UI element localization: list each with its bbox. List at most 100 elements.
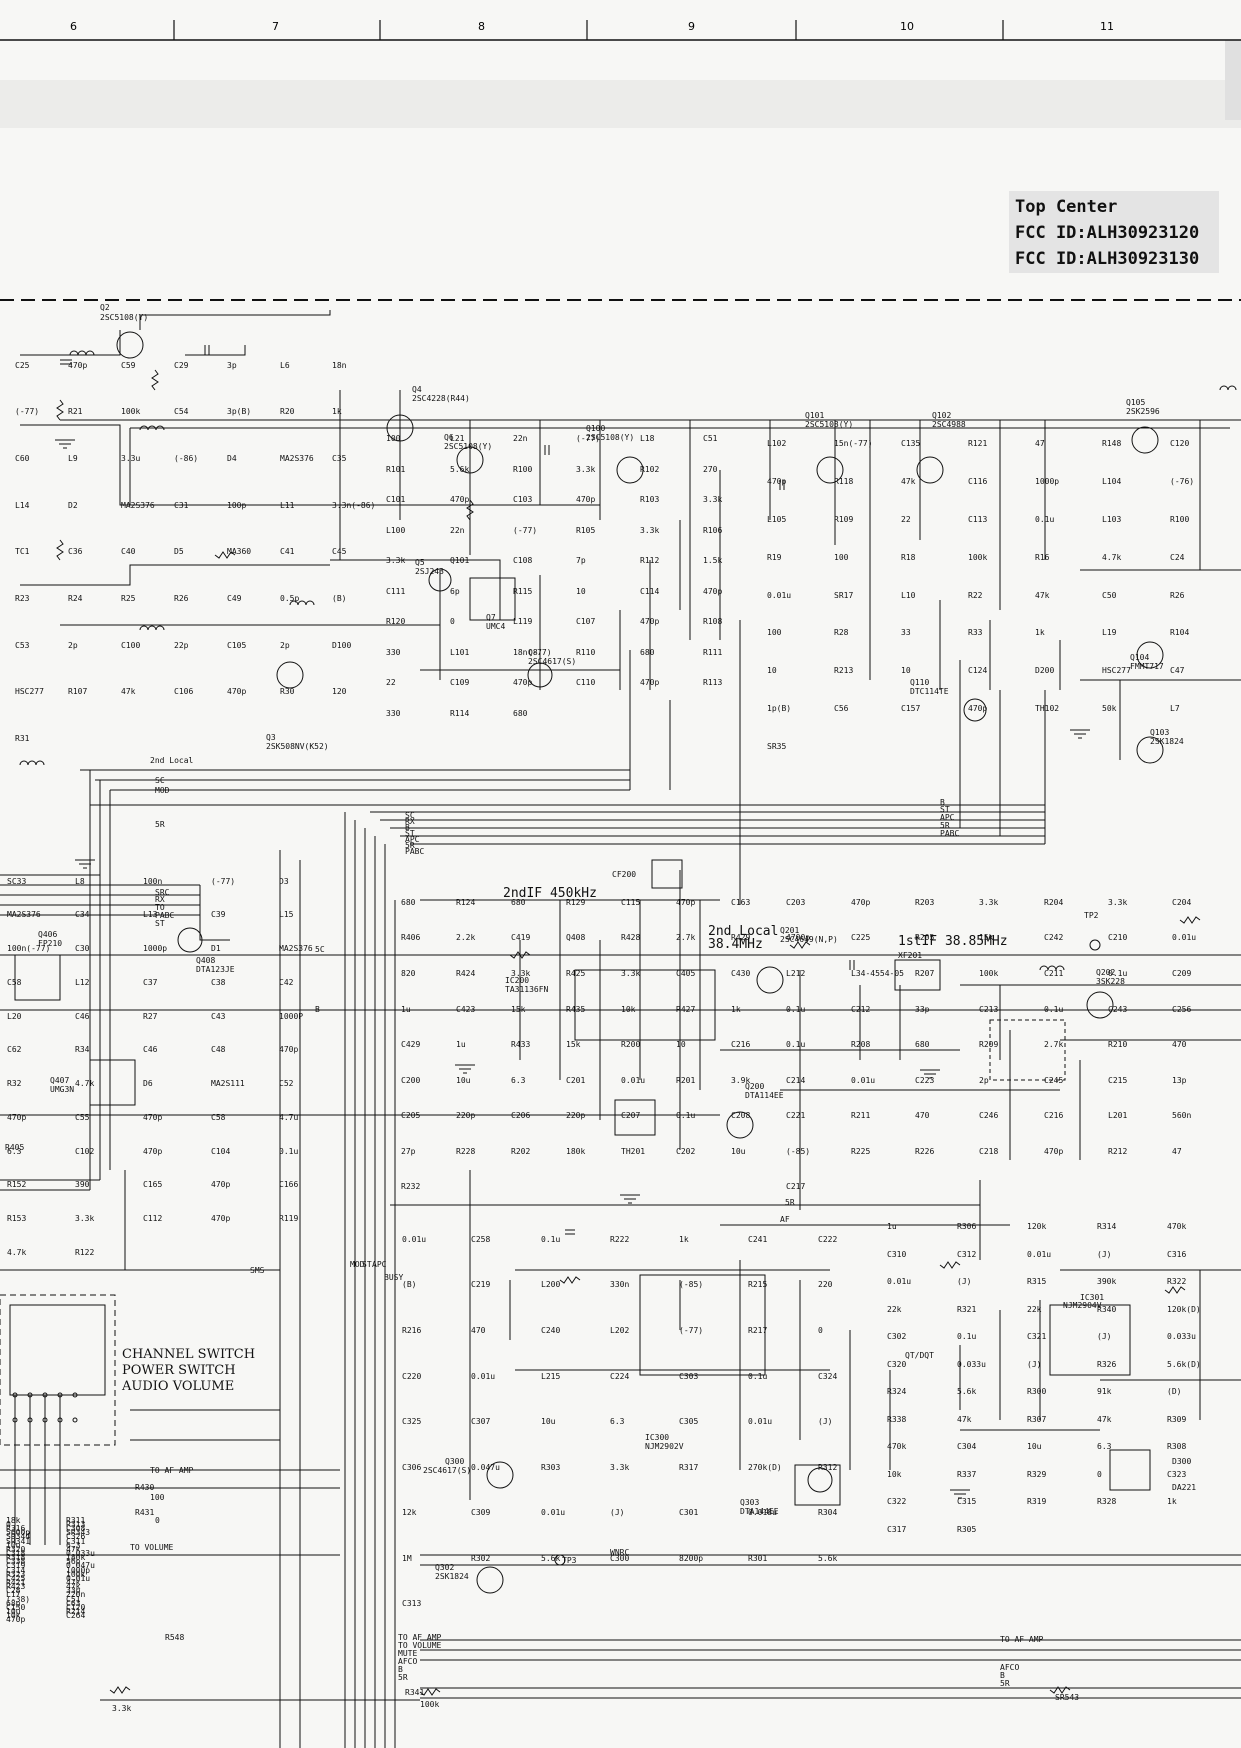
transistor-label: 2SC5108(Y) bbox=[444, 442, 492, 451]
part-label: L17 bbox=[6, 1590, 21, 1599]
transistor-label: Q102 bbox=[932, 411, 951, 420]
part-label: C103 bbox=[513, 495, 532, 504]
part-label: (-77) bbox=[576, 434, 600, 443]
fcc-id-box: Top Center FCC ID:ALH30923120 FCC ID:ALH… bbox=[1009, 191, 1219, 273]
part-label: R102 bbox=[640, 465, 659, 474]
part-label: R324 bbox=[887, 1387, 906, 1396]
part-label: 2.7k bbox=[676, 933, 695, 942]
part-label: 0 bbox=[1097, 1470, 1102, 1479]
part-label: 470p bbox=[211, 1214, 230, 1223]
part-label: R119 bbox=[279, 1214, 298, 1223]
part-label: C54 bbox=[174, 407, 189, 416]
transistor-label: Q3 bbox=[266, 733, 276, 742]
part-label: R20 bbox=[280, 407, 295, 416]
transistor-label: 2SC4617(S) bbox=[528, 657, 576, 666]
bus-label: WNRC bbox=[610, 1548, 629, 1557]
part-label: C42 bbox=[279, 978, 294, 987]
part-label: 470 bbox=[1172, 1040, 1187, 1049]
part-label: R340 bbox=[1097, 1305, 1116, 1314]
transistor-label: Q100 bbox=[586, 424, 605, 433]
part-label: C112 bbox=[143, 1214, 162, 1223]
part-label: 10 bbox=[576, 587, 586, 596]
part-label: 1000p bbox=[143, 944, 167, 953]
part-label: 1k bbox=[1035, 628, 1045, 637]
part-label: 5.6k bbox=[818, 1554, 837, 1563]
part-label: C264 bbox=[66, 1611, 85, 1620]
part-label: 470p bbox=[968, 704, 987, 713]
part-label: 10u bbox=[541, 1417, 556, 1426]
part-label: 0.1u bbox=[676, 1111, 695, 1120]
part-label: C56 bbox=[834, 704, 849, 713]
part-label: 0.1u bbox=[541, 1235, 560, 1244]
bus-label: R548 bbox=[165, 1633, 184, 1642]
part-label: 22k bbox=[1027, 1305, 1042, 1314]
part-label: 68p bbox=[6, 1599, 21, 1608]
part-label: C313 bbox=[402, 1599, 421, 1608]
bus-label: R430 bbox=[135, 1483, 154, 1492]
part-label: C223 bbox=[915, 1076, 934, 1085]
part-label: R121 bbox=[968, 439, 987, 448]
part-label: C321 bbox=[1027, 1332, 1046, 1341]
bus-label: 5R bbox=[1000, 1679, 1010, 1688]
transistor-label: 2SJ243 bbox=[415, 567, 444, 576]
transistor-label: Q2 bbox=[100, 303, 110, 312]
part-label: SC33 bbox=[7, 877, 26, 886]
part-label: C304 bbox=[957, 1442, 976, 1451]
transistor-label: Q101 bbox=[805, 411, 824, 420]
part-label: C63 bbox=[66, 1599, 81, 1608]
part-label: R301 bbox=[748, 1554, 767, 1563]
part-label: 15k bbox=[566, 1040, 581, 1049]
part-label: R208 bbox=[851, 1040, 870, 1049]
transistor-label: Q200 bbox=[745, 1082, 764, 1091]
part-label: R112 bbox=[640, 556, 659, 565]
part-label: C52 bbox=[279, 1079, 294, 1088]
part-label: R106 bbox=[703, 526, 722, 535]
part-label: 2p bbox=[68, 641, 78, 650]
bus-label: R341 bbox=[405, 1688, 424, 1697]
part-label: C300 bbox=[610, 1554, 629, 1563]
part-label: (-38) bbox=[6, 1595, 30, 1604]
part-label: 18n(-77) bbox=[513, 648, 552, 657]
part-label: C165 bbox=[143, 1180, 162, 1189]
part-label: C31 bbox=[174, 501, 189, 510]
part-label: TH201 bbox=[621, 1147, 645, 1156]
part-label: R23 bbox=[15, 594, 30, 603]
part-label: R435 bbox=[566, 1005, 585, 1014]
part-label: 8200p bbox=[679, 1554, 703, 1563]
bus-label: 100k bbox=[420, 1700, 439, 1709]
part-label: 470p bbox=[676, 898, 695, 907]
part-label: R209 bbox=[979, 1040, 998, 1049]
part-label: C214 bbox=[786, 1076, 805, 1085]
part-label: 22p bbox=[174, 641, 189, 650]
bus-label: 100 bbox=[150, 1493, 165, 1502]
part-label: 680 bbox=[511, 898, 526, 907]
part-label: C51 bbox=[66, 1595, 81, 1604]
fcc-id-1: FCC ID:ALH30923120 bbox=[1015, 223, 1200, 243]
part-label: R26 bbox=[174, 594, 189, 603]
transistor-label: FMMT717 bbox=[1130, 662, 1164, 671]
part-label: C246 bbox=[979, 1111, 998, 1120]
part-label: C100 bbox=[121, 641, 140, 650]
bus-label: TP2 bbox=[1084, 911, 1099, 920]
part-label: 1k bbox=[1167, 1497, 1177, 1506]
part-label: C59 bbox=[121, 361, 136, 370]
part-label: 5.6k bbox=[450, 465, 469, 474]
bus-label: AFCO bbox=[398, 1657, 417, 1666]
part-label: C324 bbox=[818, 1372, 837, 1381]
second-if-label: 2ndIF 450kHz bbox=[503, 886, 597, 901]
part-label: 100 bbox=[834, 553, 849, 562]
part-label: (J) bbox=[957, 1277, 971, 1286]
part-label: 2.7k bbox=[1044, 1040, 1063, 1049]
part-label: 3.9k bbox=[731, 1076, 750, 1085]
part-label: 3.3k bbox=[511, 969, 530, 978]
part-label: 7p bbox=[576, 556, 586, 565]
part-label: L19 bbox=[1102, 628, 1117, 637]
part-label: 220n bbox=[66, 1590, 85, 1599]
part-label: 470k bbox=[1167, 1222, 1186, 1231]
part-label: (J) bbox=[818, 1417, 832, 1426]
bus-label: ST bbox=[940, 805, 950, 814]
part-label: 1.5k bbox=[703, 556, 722, 565]
part-label: R28 bbox=[834, 628, 849, 637]
part-label: 120k(D) bbox=[1167, 1305, 1201, 1314]
